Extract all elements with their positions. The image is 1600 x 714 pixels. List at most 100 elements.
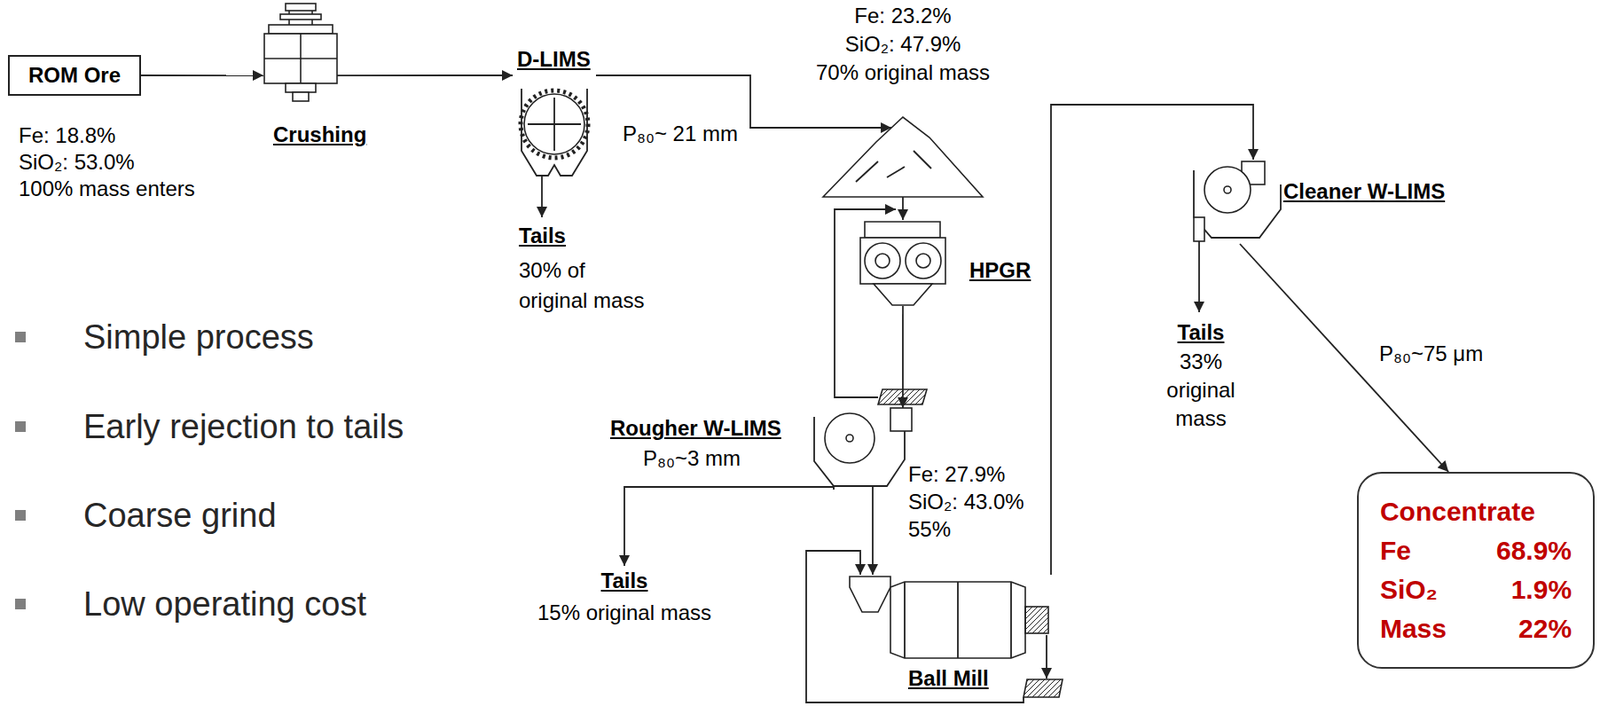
cleaner-icon-part — [1193, 217, 1205, 242]
flow-arrow — [1050, 104, 1254, 575]
text-line: mass — [1166, 404, 1235, 433]
rougher-icon — [814, 407, 912, 490]
cleaner-icon — [1193, 161, 1281, 242]
separator-unit: D-LIMS — [512, 60, 597, 182]
mass-note: 30% of original mass — [518, 255, 644, 316]
bullet-marker-part — [15, 331, 26, 343]
text-line: Fe: 23.2% — [815, 1, 990, 31]
hpgr-icon-part — [905, 243, 942, 279]
text-line: SiO₂: 47.9% — [815, 30, 990, 59]
stream-label: Fe: 27.9% SiO₂: 43.0% 55% — [906, 460, 1027, 543]
text-line: 30% of — [518, 255, 644, 286]
feed-box: ROM Ore — [7, 54, 142, 96]
product-title: Concentrate — [1380, 492, 1572, 532]
crusher-icon-part — [285, 83, 316, 93]
crusher-icon-part — [285, 3, 316, 11]
dlims-icon-part — [521, 88, 588, 176]
bullet-marker-part — [15, 509, 26, 521]
mass-note: 15% original mass — [537, 599, 712, 627]
dlims-icon-part — [527, 97, 581, 151]
flow-arrow — [141, 74, 264, 77]
text-line: 70% original mass — [815, 58, 990, 87]
recycle-line — [806, 209, 1047, 703]
text-line: 33% — [1166, 347, 1235, 377]
equipment-label: Rougher W-LIMS — [610, 416, 782, 440]
crusher-icon-part — [268, 24, 333, 34]
bullet-text: Low operating cost — [83, 584, 367, 624]
flow-arrow — [337, 74, 513, 77]
flow-arrow — [901, 196, 904, 220]
rougher-icon-part — [890, 407, 912, 432]
ball-mill-icon-part — [904, 581, 1012, 659]
tails-label: Tails — [518, 224, 566, 248]
crusher-icon-part — [280, 14, 322, 20]
text-line: Fe: 18.8% — [18, 122, 196, 150]
recycle-line-part — [1045, 635, 1048, 679]
product-grid: ConcentrateFe68.9%SiO₂1.9%Mass22% — [1380, 492, 1572, 649]
hpgr-icon — [860, 221, 946, 306]
equipment-label: Cleaner W-LIMS — [1283, 180, 1445, 204]
stockpile-unit: Fe: 23.2% SiO₂: 47.9% 70% original mass — [823, 115, 983, 197]
equipment-label: HPGR — [969, 258, 1031, 283]
tails-label: Tails — [601, 569, 649, 593]
rougher-icon-part — [846, 434, 854, 442]
tails-line — [541, 175, 1200, 566]
mill-unit: Ball Mill — [847, 574, 1051, 666]
stream-label: P₈₀~75 μm — [1377, 340, 1485, 368]
bullet-marker-part — [15, 421, 26, 432]
text-line: 100% mass enters — [18, 175, 196, 203]
hpgr-icon-part — [860, 237, 946, 284]
equipment-label: Ball Mill — [908, 666, 989, 691]
separator-unit: Cleaner W-LIMS — [1188, 159, 1287, 244]
bullet-marker — [15, 331, 26, 610]
crusher-icon-part — [292, 92, 309, 102]
box-label: ROM Ore — [28, 62, 121, 89]
ball-mill-icon-part — [890, 581, 1026, 659]
text-line: 55% — [908, 515, 1025, 543]
hpgr-icon-part — [875, 253, 890, 268]
hpgr-icon-part — [916, 253, 931, 268]
ball-mill-icon-part — [849, 576, 891, 612]
tails-label: Tails — [1177, 321, 1225, 345]
crusher-icon — [264, 3, 338, 102]
product-box: ConcentrateFe68.9%SiO₂1.9%Mass22% — [1356, 471, 1595, 669]
text-line: SiO₂: 43.0% — [908, 487, 1025, 516]
stockpile-icon — [823, 117, 983, 197]
assay-note: Fe: 23.2% SiO₂: 47.9% 70% original mass — [815, 1, 990, 87]
product-value: 1.9% — [1496, 570, 1572, 610]
bullet-marker-part — [15, 598, 26, 610]
hpgr-icon-part — [873, 283, 933, 306]
cleaner-icon-part — [1204, 166, 1251, 213]
equipment-label: D-LIMS — [517, 47, 591, 71]
text-line: Fe: 27.9% — [908, 460, 1025, 488]
stream-label: P₈₀~ 21 mm — [620, 120, 740, 148]
recycle-line-part — [834, 209, 896, 398]
rougher-icon-part — [833, 486, 873, 490]
tails-line-part — [541, 175, 543, 218]
equipment-label: Crushing — [273, 123, 367, 147]
tails-line-part — [1198, 241, 1200, 313]
crusher-icon-part — [299, 33, 302, 84]
separator-unit: Rougher W-LIMSP₈₀~3 mm — [808, 407, 914, 490]
product-value: 22% — [1496, 609, 1572, 649]
ball-mill-icon — [849, 576, 1049, 659]
product-value: Mass — [1380, 609, 1447, 649]
screen-icon-part — [1023, 679, 1063, 698]
hpgr-icon-part — [864, 243, 901, 279]
rougher-icon-part — [824, 413, 875, 463]
text-line: original — [1166, 376, 1235, 405]
product-value: SiO₂ — [1380, 570, 1447, 610]
cleaner-icon-part — [1223, 186, 1232, 194]
tails-line-part — [624, 486, 834, 566]
dlims-icon-part — [524, 94, 585, 155]
crusher-icon-part — [264, 33, 338, 84]
ball-mill-icon-part — [1025, 606, 1049, 634]
assay-note: Fe: 18.8% SiO₂: 53.0% 100% mass enters — [18, 122, 196, 203]
product-value: 68.9% — [1496, 531, 1572, 571]
bullet-text: Early rejection to tails — [83, 407, 404, 447]
screen-icon-part — [878, 389, 927, 405]
crusher-unit: Crushing — [263, 1, 338, 102]
screen-icon — [878, 389, 1063, 698]
dlims-icon-part — [520, 90, 589, 158]
